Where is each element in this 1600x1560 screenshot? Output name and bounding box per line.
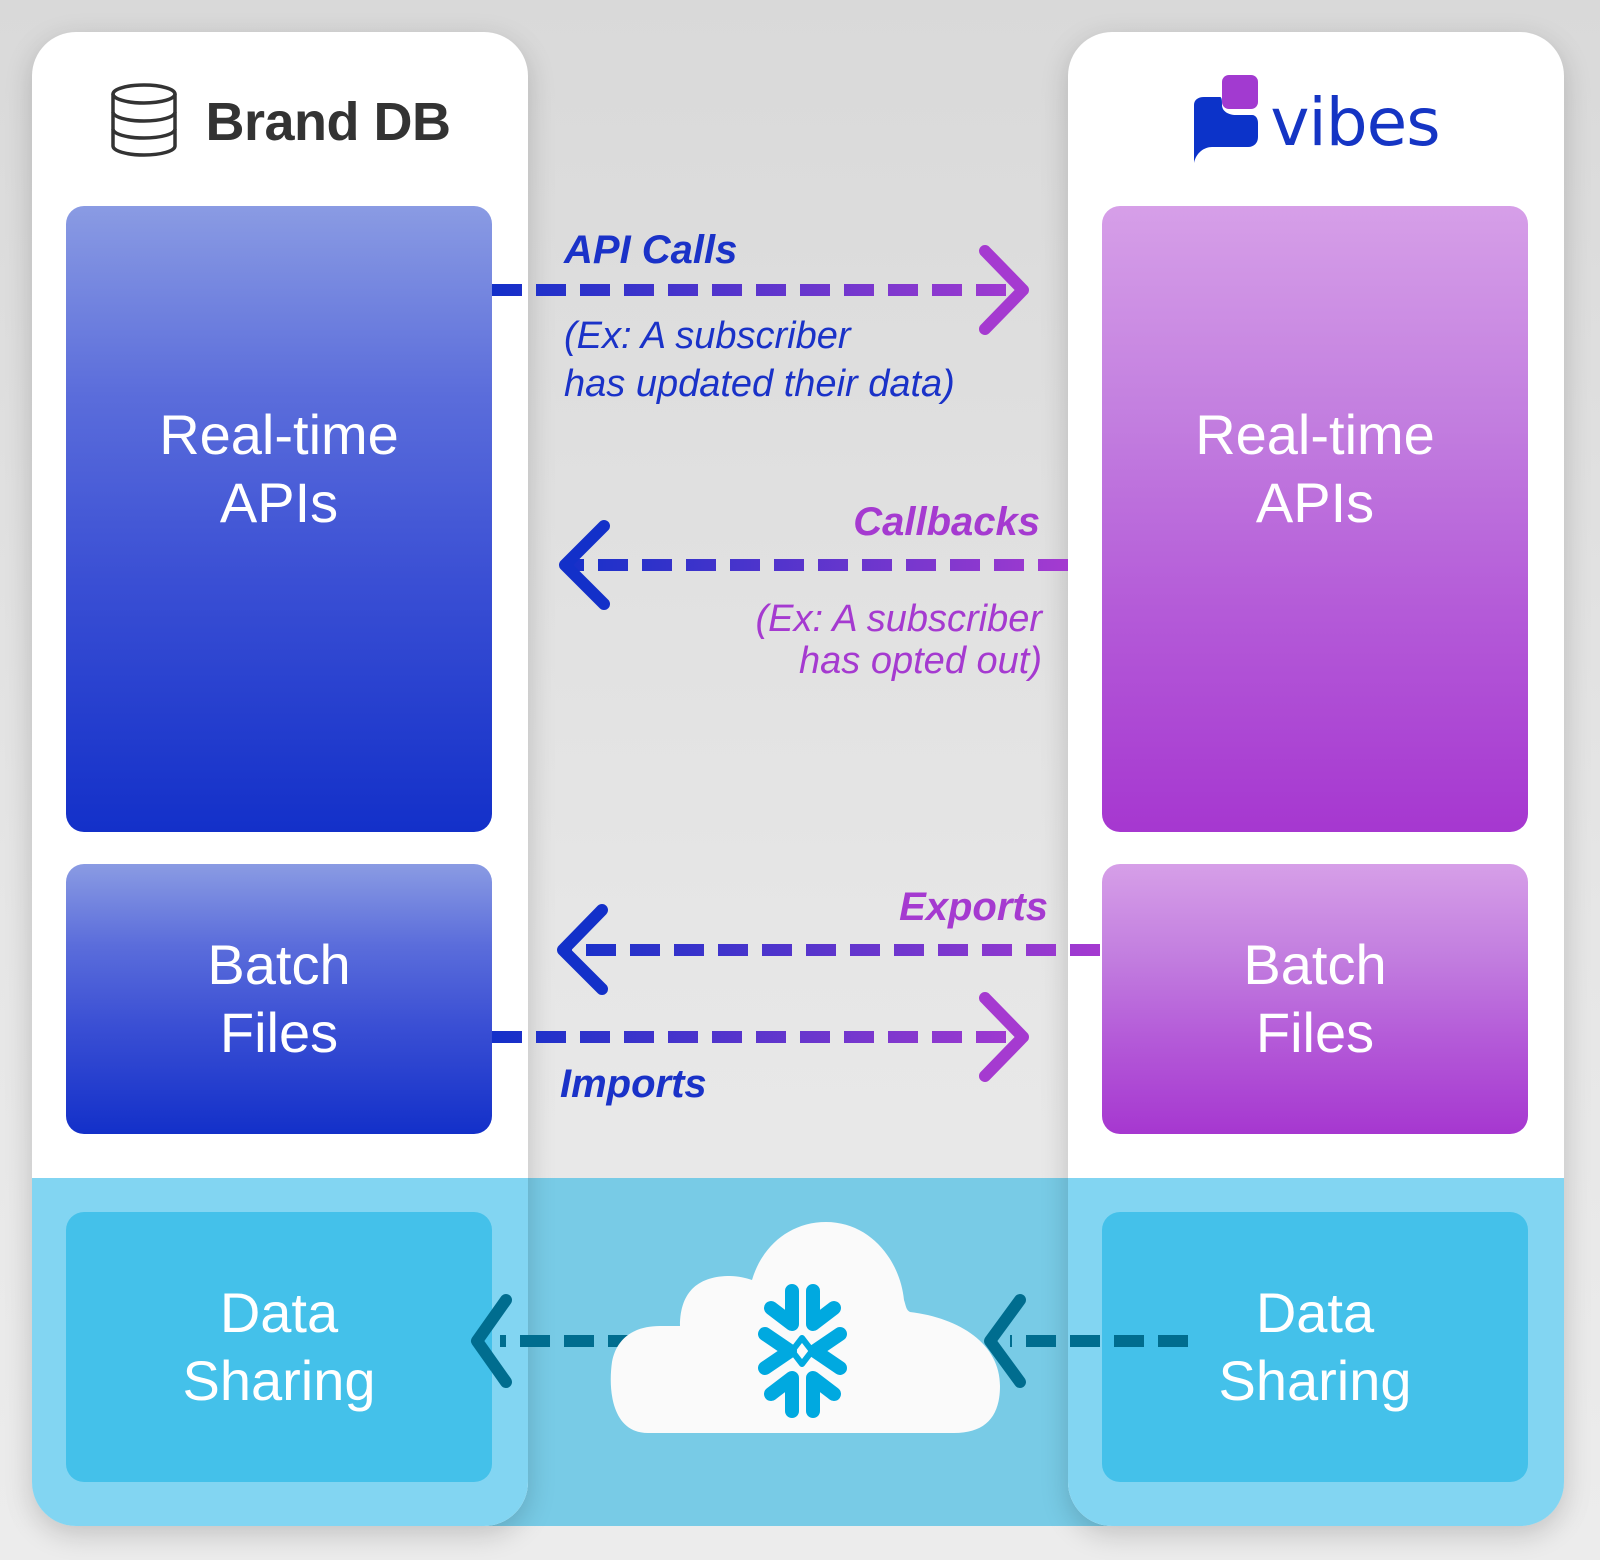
box-label-line: Sharing xyxy=(1218,1349,1412,1412)
right-realtime-apis-box: Real-time APIs xyxy=(1102,206,1528,832)
left-realtime-apis-box: Real-time APIs xyxy=(66,206,492,832)
box-label-line: APIs xyxy=(1255,471,1375,534)
vibes-logo-text: vibes xyxy=(1270,83,1440,161)
box-label-line: Sharing xyxy=(182,1349,376,1412)
box-label-line: Files xyxy=(1255,1001,1375,1064)
database-icon xyxy=(109,82,179,163)
brand-db-header: Brand DB xyxy=(32,72,528,172)
vibes-column: vibes Real-time APIs Batch Files Data Sh… xyxy=(1068,32,1564,1526)
brand-db-title: Brand DB xyxy=(205,92,451,152)
callbacks-description: (Ex: A subscriber has opted out) xyxy=(756,598,1042,682)
box-label-line: Batch xyxy=(1243,933,1387,996)
box-label-line: Real-time xyxy=(1195,403,1435,466)
vibes-logo-icon xyxy=(1192,74,1262,170)
exports-label: Exports xyxy=(899,885,1048,929)
vibes-header: vibes xyxy=(1068,72,1564,172)
box-label-line: Data xyxy=(1255,1281,1375,1344)
description-line: has updated their data) xyxy=(564,363,955,405)
api-calls-description: (Ex: A subscriber has updated their data… xyxy=(564,312,955,408)
description-line: (Ex: A subscriber xyxy=(755,598,1042,640)
callbacks-label: Callbacks xyxy=(853,500,1040,544)
description-line: (Ex: A subscriber xyxy=(564,315,851,357)
box-label-line: Files xyxy=(219,1001,339,1064)
box-label-line: Data xyxy=(219,1281,339,1344)
description-line: has opted out) xyxy=(799,640,1042,682)
right-batch-files-box: Batch Files xyxy=(1102,864,1528,1134)
right-data-sharing-box: Data Sharing xyxy=(1102,1212,1528,1482)
imports-label: Imports xyxy=(560,1062,707,1106)
box-label-line: Real-time xyxy=(159,403,399,466)
api-calls-label: API Calls xyxy=(564,228,738,272)
left-data-sharing-box: Data Sharing xyxy=(66,1212,492,1482)
box-label-line: Batch xyxy=(207,933,351,996)
box-label-line: APIs xyxy=(219,471,339,534)
brand-db-column: Brand DB Real-time APIs Batch Files Data… xyxy=(32,32,528,1526)
left-batch-files-box: Batch Files xyxy=(66,864,492,1134)
